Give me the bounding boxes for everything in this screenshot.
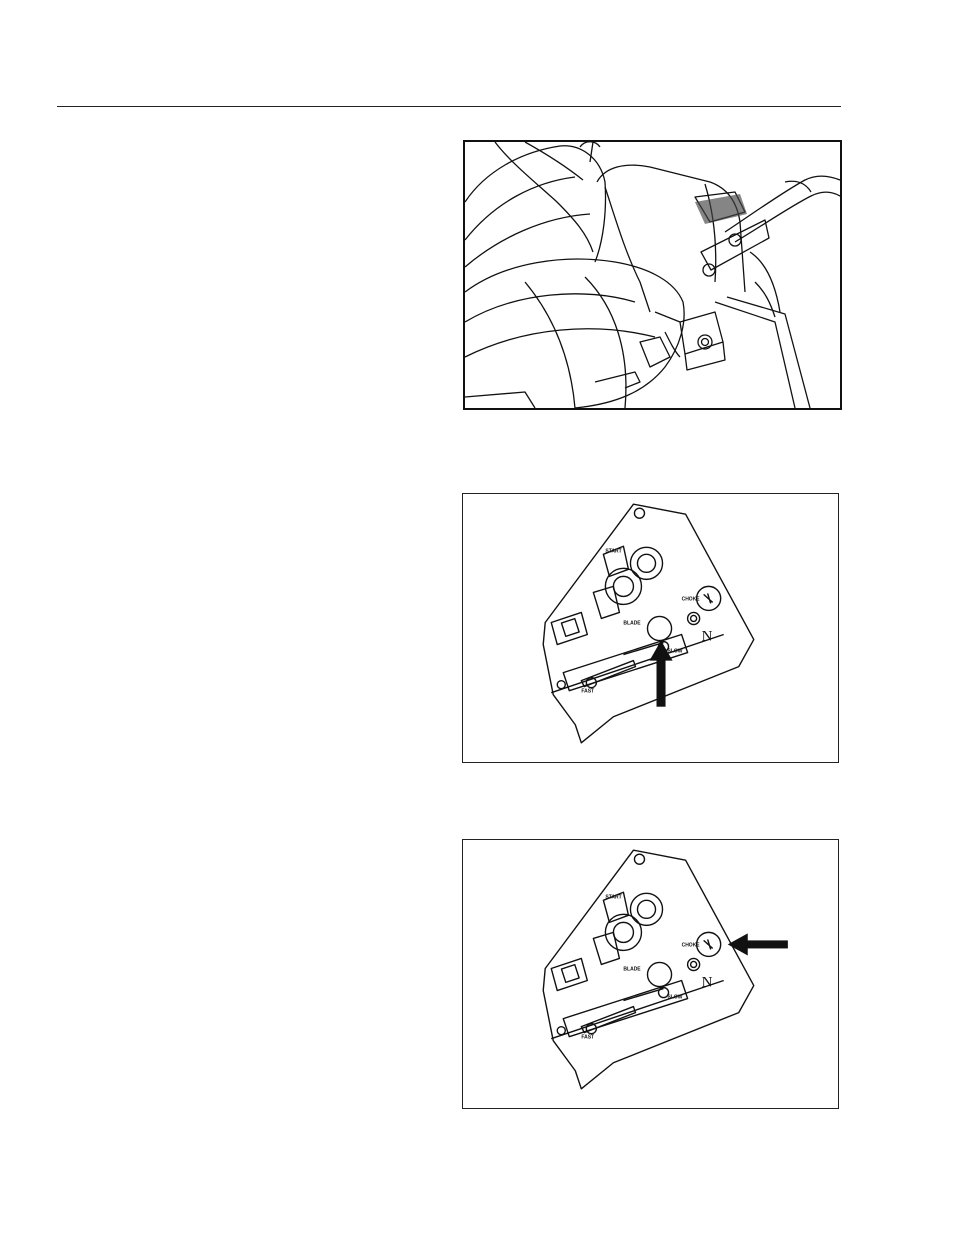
fast-label: FAST <box>581 689 594 695</box>
control-panel-start-switch-illustration: START BLADE CHOKE FAST SLOW N <box>462 493 839 763</box>
seat-lever-drawing <box>465 142 840 408</box>
control-panel-throttle-illustration: START BLADE CHOKE FAST SLOW N <box>462 839 839 1109</box>
key-switch-label: START <box>605 548 621 554</box>
neutral-label: N <box>702 975 713 991</box>
header-rule <box>57 106 841 107</box>
fast-label: FAST <box>581 1035 594 1041</box>
neutral-label: N <box>702 629 713 645</box>
blade-switch-label: BLADE <box>623 966 641 972</box>
throttle-label: CHOKE <box>682 596 701 602</box>
blade-switch-label: BLADE <box>623 620 641 626</box>
key-switch-label: START <box>605 894 621 900</box>
left-arrow-indicator <box>728 933 788 955</box>
control-panel-drawing-2: START BLADE CHOKE FAST SLOW N <box>463 840 838 1108</box>
throttle-label: CHOKE <box>682 942 701 948</box>
seat-and-steering-lever-illustration <box>463 140 842 410</box>
slow-label: SLOW <box>668 995 683 1001</box>
slow-label: SLOW <box>668 649 683 655</box>
control-panel-drawing-1: START BLADE CHOKE FAST SLOW N <box>463 494 838 762</box>
